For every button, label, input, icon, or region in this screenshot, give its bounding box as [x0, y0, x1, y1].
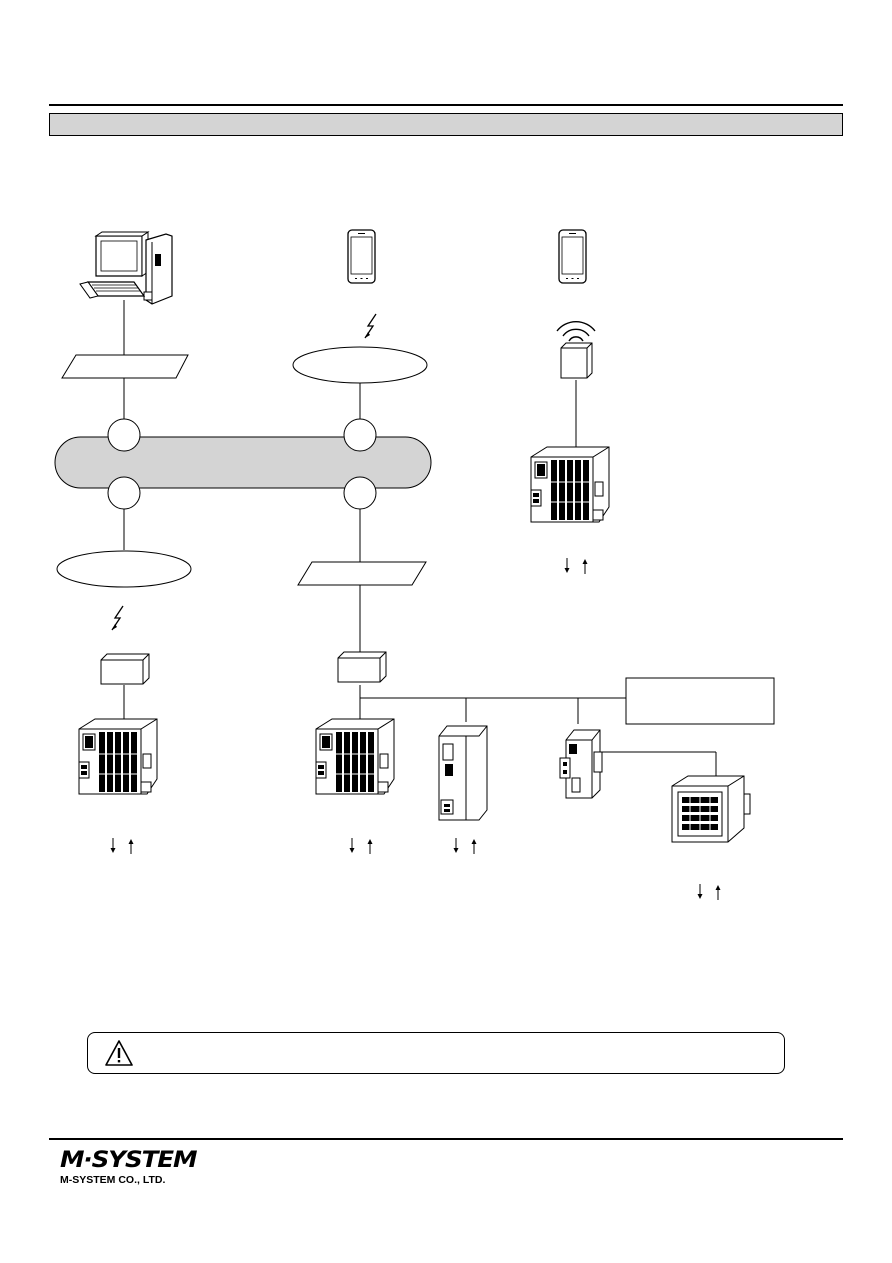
network-node — [107, 418, 141, 452]
footer-rule — [49, 1138, 843, 1140]
din-rail-device — [559, 729, 603, 799]
warning-icon — [105, 1040, 133, 1066]
network-node — [107, 476, 141, 510]
io-module-right — [530, 446, 610, 523]
smartphone-left — [347, 229, 376, 284]
io-module-center — [315, 718, 395, 795]
section-title-bar — [49, 113, 843, 136]
arrow-down-icon — [110, 837, 134, 855]
arrow-down-icon — [564, 557, 588, 575]
arrow-down-icon — [453, 837, 477, 855]
arrow-up-icon — [697, 883, 721, 901]
wifi-icon — [556, 321, 596, 342]
gateway-center — [337, 651, 387, 683]
smartphone-right — [558, 229, 587, 284]
network-label-wireless-bottom — [56, 550, 192, 588]
io-module-left — [78, 718, 158, 795]
header-rule — [49, 104, 843, 106]
network-backbone — [54, 436, 432, 489]
network-label-wireless-top — [292, 346, 428, 384]
warning-notice — [87, 1032, 785, 1074]
network-links — [123, 300, 717, 776]
logo-company: M-SYSTEM CO., LTD. — [60, 1174, 166, 1186]
network-label-fieldbus — [297, 561, 427, 586]
note-box — [625, 677, 775, 725]
logo-brand: M·SYSTEM — [60, 1148, 198, 1173]
wireless-unit-left — [100, 653, 150, 685]
network-label-lan — [61, 354, 189, 379]
lightning-icon — [111, 605, 124, 631]
pc-computer — [79, 231, 173, 305]
network-node — [343, 476, 377, 510]
wireless-unit-right — [560, 342, 593, 379]
signal-converter — [438, 725, 488, 821]
arrow-down-icon — [349, 837, 373, 855]
company-logo: M·SYSTEM M-SYSTEM CO., LTD. — [60, 1150, 198, 1190]
panel-meter — [671, 775, 751, 843]
network-node — [343, 418, 377, 452]
lightning-icon — [364, 313, 377, 339]
